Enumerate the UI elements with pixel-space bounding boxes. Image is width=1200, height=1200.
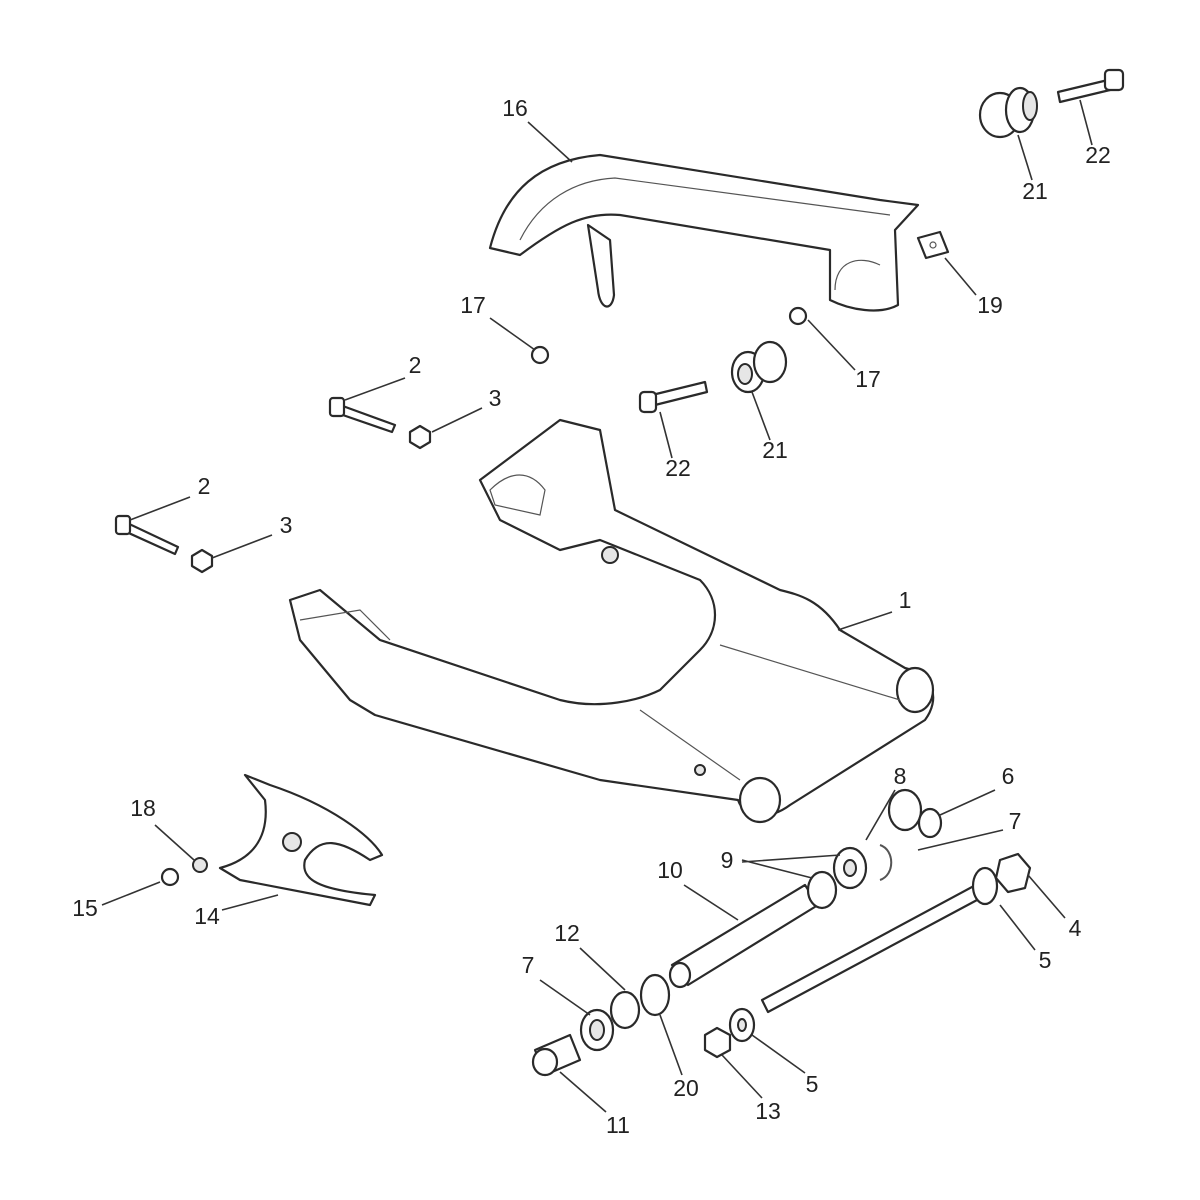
- nut-part: [190, 548, 214, 574]
- spindle-part: [668, 883, 820, 989]
- callout-13: 13: [755, 1098, 781, 1124]
- callout-3: 3: [489, 385, 502, 411]
- chain-guard-part: [488, 153, 920, 312]
- callout-15: 15: [72, 895, 98, 921]
- callout-4: 4: [1069, 915, 1082, 941]
- clip-nut-part: [916, 230, 950, 260]
- callout-20: 20: [673, 1075, 699, 1101]
- callout-6: 6: [1002, 763, 1015, 789]
- callout-7: 7: [1009, 808, 1022, 834]
- callout-9: 9: [721, 847, 734, 873]
- callout-18: 18: [130, 795, 156, 821]
- nut-part: [408, 424, 432, 450]
- callout-17: 17: [460, 292, 486, 318]
- leader-lines: [101, 99, 1093, 1113]
- bolt-part: [1056, 68, 1125, 104]
- callout-12: 12: [554, 920, 580, 946]
- callout-2: 2: [409, 352, 422, 378]
- callout-21: 21: [1022, 178, 1048, 204]
- chain-slider-part: [218, 773, 384, 907]
- callout-7: 7: [522, 952, 535, 978]
- callout-5: 5: [806, 1071, 819, 1097]
- washer-part: [728, 1007, 756, 1043]
- spacer-part: [531, 1033, 582, 1077]
- washer-part: [192, 857, 208, 873]
- callout-10: 10: [657, 857, 683, 883]
- callout-16: 16: [502, 95, 528, 121]
- pivot-bolt-part: [760, 852, 1032, 1014]
- callout-17: 17: [855, 366, 881, 392]
- bearing-part: [609, 973, 671, 1030]
- seal-part: [579, 1008, 615, 1052]
- callout-1: 1: [899, 587, 912, 613]
- callout-19: 19: [977, 292, 1003, 318]
- bolt-part: [638, 380, 709, 414]
- bolt-part: [114, 514, 180, 556]
- circlip-part: [879, 844, 893, 881]
- bearing-part: [806, 846, 868, 910]
- screw-part: [530, 306, 808, 365]
- bump-stop-part: [978, 86, 1038, 139]
- callout-labels: 16 22 21 19 17 17 2 3 22 21 2 3 1 8 6 7 …: [72, 95, 1111, 1138]
- bolt-part: [328, 396, 397, 434]
- swingarm-part: [288, 418, 935, 824]
- callout-2: 2: [198, 473, 211, 499]
- callout-11: 11: [606, 1112, 630, 1138]
- screw-part: [160, 867, 180, 887]
- bump-stop-part: [730, 340, 788, 394]
- callout-22: 22: [1085, 142, 1111, 168]
- seal-part: [887, 788, 943, 839]
- callout-14: 14: [194, 903, 220, 929]
- callout-3: 3: [280, 512, 293, 538]
- callout-21: 21: [762, 437, 788, 463]
- callout-22: 22: [665, 455, 691, 481]
- callout-5: 5: [1039, 947, 1052, 973]
- callout-8: 8: [894, 763, 907, 789]
- nut-part: [703, 1026, 732, 1059]
